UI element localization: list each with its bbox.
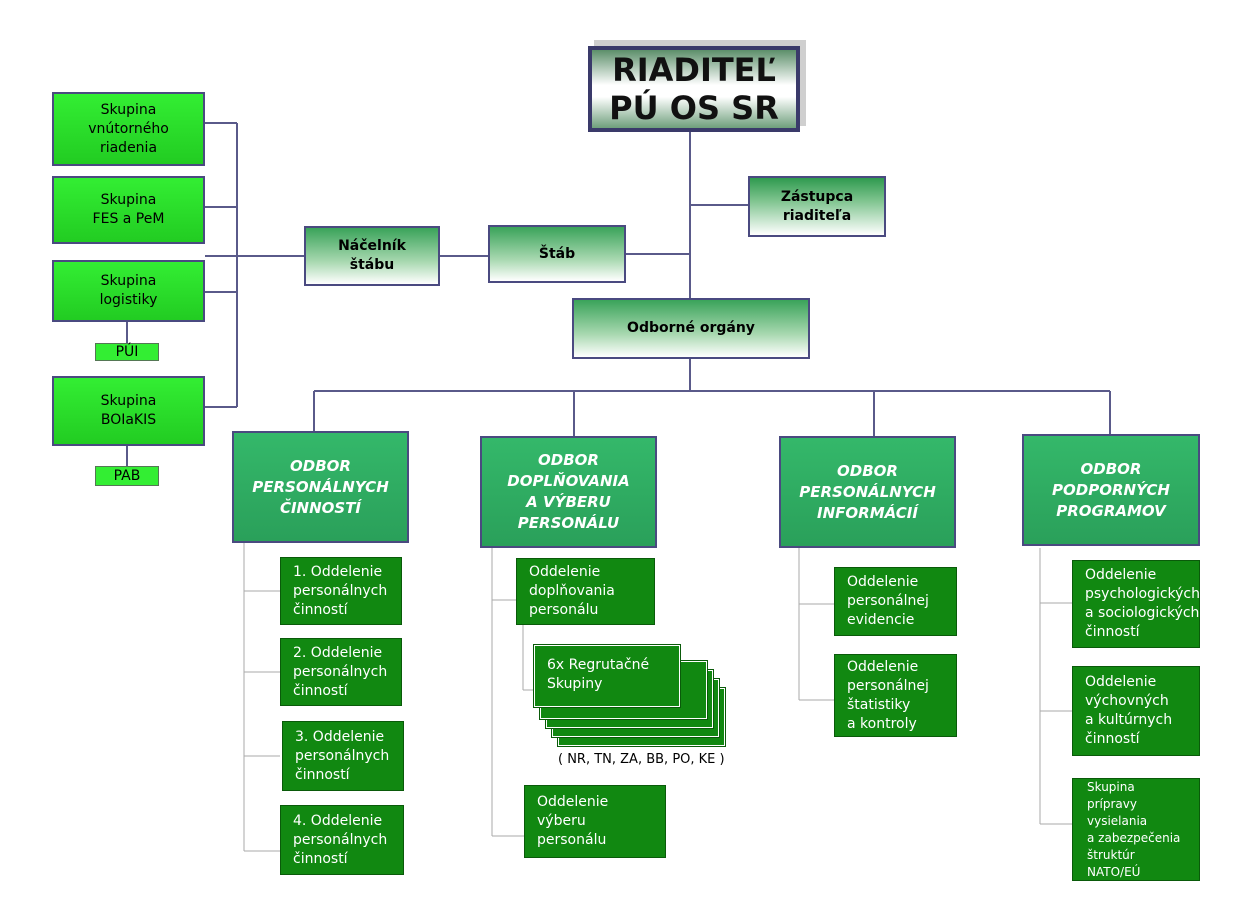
department-support-programs: ODBOR PODPORNÝCH PROGRAMOV	[1022, 434, 1200, 546]
unit-personnel-activities-4: 4. Oddelenie personálnych činností	[280, 805, 404, 875]
group-fes-pem: Skupina FES a PeM	[52, 176, 205, 244]
chief-of-staff-box: Náčelník štábu	[304, 226, 440, 286]
expert-bodies-box: Odborné orgány	[572, 298, 810, 359]
unit-personnel-activities-1: 1. Oddelenie personálnych činností	[280, 557, 402, 625]
unit-personnel-statistics: Oddelenie personálnej štatistiky a kontr…	[834, 654, 957, 737]
pui-tag: PÚI	[95, 343, 159, 361]
unit-personnel-activities-3: 3. Oddelenie personálnych činností	[282, 721, 404, 791]
department-personnel-information: ODBOR PERSONÁLNYCH INFORMÁCIÍ	[779, 436, 956, 548]
group-boiakis: Skupina BOIaKIS	[52, 376, 205, 446]
director-box: RIADITEĽ PÚ OS SR	[588, 46, 800, 132]
unit-recruitment-groups: 6x Regrutačné Skupiny	[533, 644, 681, 708]
group-nato-eu-deployment: Skupina prípravy vysielania a zabezpečen…	[1072, 778, 1200, 881]
unit-psychological-sociological: Oddelenie psychologických a sociologický…	[1072, 560, 1200, 648]
group-internal-management: Skupina vnútorného riadenia	[52, 92, 205, 166]
unit-recruitment: Oddelenie doplňovania personálu	[516, 558, 655, 625]
unit-personnel-activities-2: 2. Oddelenie personálnych činností	[280, 638, 402, 706]
department-recruitment-selection: ODBOR DOPLŇOVANIA A VÝBERU PERSONÁLU	[480, 436, 657, 548]
deputy-director-box: Zástupca riaditeľa	[748, 176, 886, 237]
group-logistics: Skupina logistiky	[52, 260, 205, 322]
unit-personnel-records: Oddelenie personálnej evidencie	[834, 567, 957, 636]
department-personnel-activities: ODBOR PERSONÁLNYCH ČINNOSTÍ	[232, 431, 409, 543]
regions-note: ( NR, TN, ZA, BB, PO, KE )	[558, 752, 725, 767]
pab-tag: PAB	[95, 466, 159, 486]
staff-box: Štáb	[488, 225, 626, 283]
unit-educational-cultural: Oddelenie výchovných a kultúrnych činnos…	[1072, 666, 1200, 756]
unit-selection: Oddelenie výberu personálu	[524, 785, 666, 858]
